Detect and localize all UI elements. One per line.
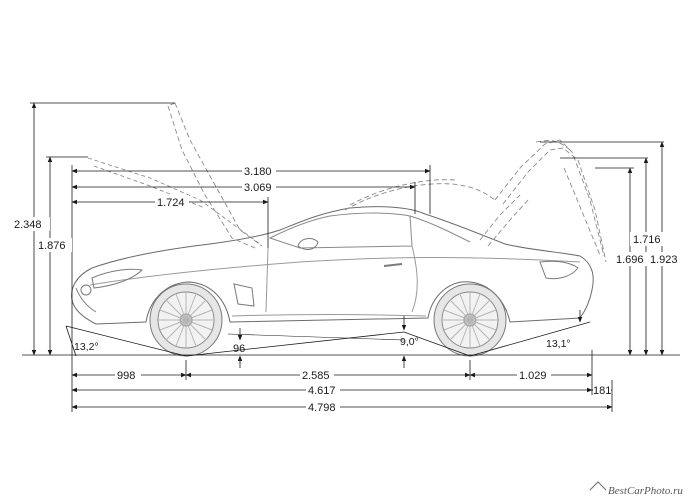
front-wheel <box>149 283 223 357</box>
label-trunk-edge-height: 1.696 <box>616 254 644 266</box>
label-trunk-open-height: 1.923 <box>650 254 678 266</box>
label-front-overhang: 998 <box>117 370 135 382</box>
label-trunk-lid-height: 1.716 <box>633 234 661 246</box>
label-roof-outer: 3.180 <box>244 166 272 178</box>
label-departure-angle: 13,1° <box>546 338 571 350</box>
label-extra-overhang: 181 <box>593 385 611 397</box>
open-panels-dashed <box>87 102 607 263</box>
label-overall-length: 4.798 <box>308 402 336 414</box>
label-overall-height: 2.348 <box>14 219 42 231</box>
label-length: 4.617 <box>308 385 336 397</box>
label-ramp-angle: 9,0° <box>400 336 419 348</box>
label-hood-length: 1.724 <box>157 197 185 209</box>
dimension-labels: 2.348 1.876 1.716 1.696 1.923 3.180 3.06… <box>10 164 684 414</box>
label-roof-inner: 3.069 <box>244 182 272 194</box>
dimension-lines <box>22 102 680 412</box>
label-rear-overhang: 1.029 <box>519 370 547 382</box>
label-hood-height: 1.876 <box>38 240 66 252</box>
watermark: BestCarPhoto.ru <box>589 481 683 497</box>
watermark-text: BestCarPhoto.ru <box>608 485 683 497</box>
car-silhouette <box>71 206 594 357</box>
label-ground-clearance: 96 <box>233 343 245 355</box>
rear-wheel <box>433 283 507 357</box>
label-wheelbase: 2.585 <box>302 370 330 382</box>
label-approach-angle: 13,2° <box>74 341 99 353</box>
